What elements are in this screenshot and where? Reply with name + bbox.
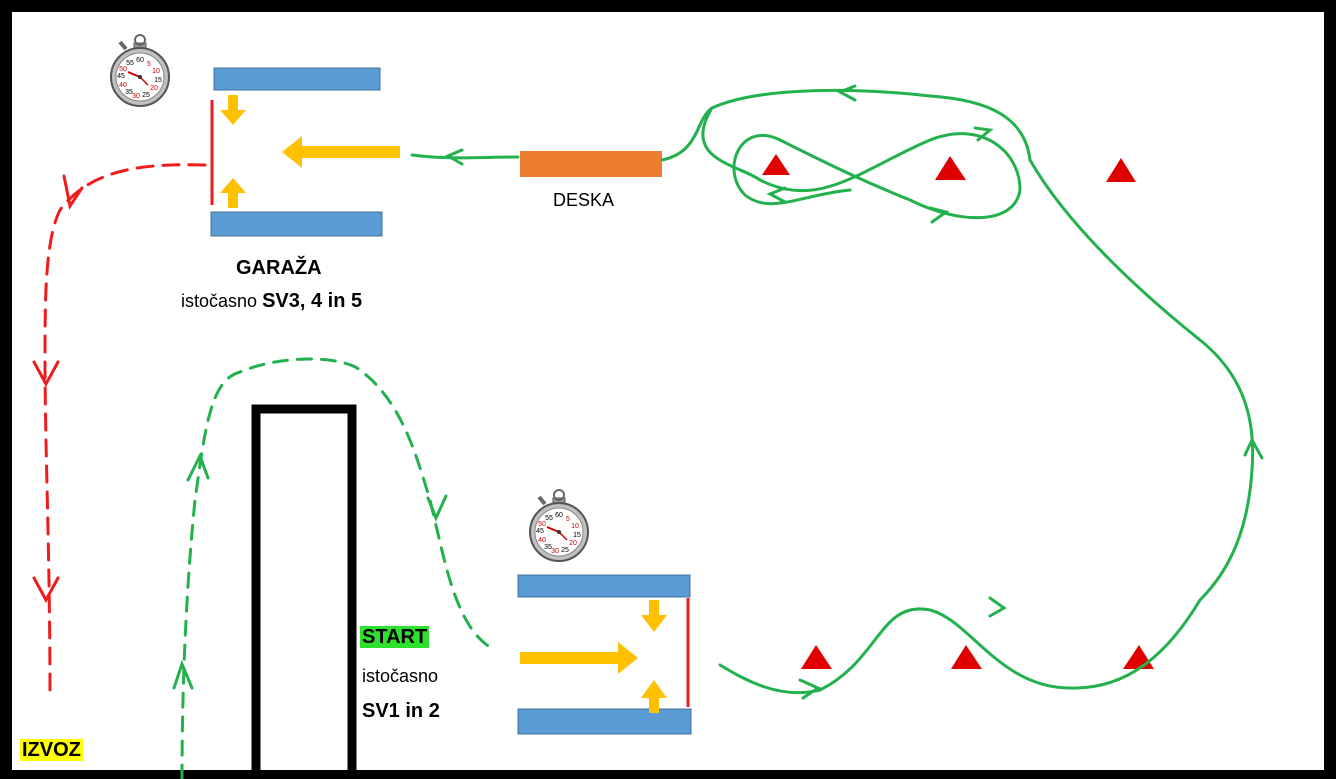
start-top-bar xyxy=(517,574,691,598)
start-title-text: START xyxy=(360,626,430,648)
green-dashed-arrows xyxy=(172,452,448,690)
stopwatch-icon xyxy=(109,33,171,108)
garaza-prefix: istočasno xyxy=(181,291,258,311)
garage-arrow-left xyxy=(282,136,400,168)
izvoz-text: IZVOZ xyxy=(20,739,83,761)
izvoz-label: IZVOZ xyxy=(20,739,83,762)
stopwatch-icon xyxy=(528,488,590,563)
garaza-subtitle: istočasno SV3, 4 in 5 xyxy=(181,290,362,313)
triangle-icon xyxy=(801,645,832,669)
triangle-icon xyxy=(1123,645,1154,669)
triangle-icon xyxy=(1106,158,1136,182)
triangle-icon xyxy=(935,156,966,180)
triangle-icon xyxy=(951,645,982,669)
start-title: START xyxy=(360,626,430,649)
green-solid-route xyxy=(410,84,1264,700)
deska-plank xyxy=(520,151,662,177)
garage-arrow-down xyxy=(220,95,246,125)
start-arrow-up xyxy=(641,680,667,713)
start-line3: SV1 in 2 xyxy=(362,700,440,722)
cones xyxy=(762,154,1154,669)
green-dashed-route xyxy=(180,357,497,779)
deska-label: DESKA xyxy=(553,190,615,210)
garaza-sv: SV3, 4 in 5 xyxy=(262,290,363,312)
center-barrier xyxy=(251,404,357,779)
garaza-title: GARAŽA xyxy=(236,257,322,279)
triangle-icon xyxy=(762,154,790,175)
start-bottom-bar xyxy=(517,708,692,735)
garage-arrow-up xyxy=(220,178,246,208)
red-dashed-arrows xyxy=(32,174,84,604)
garage-bottom-bar xyxy=(210,211,383,237)
red-dashed-route xyxy=(43,163,207,702)
start-arrow-down xyxy=(641,600,667,632)
garage-top-bar xyxy=(213,67,381,91)
start-arrow-right xyxy=(520,642,638,674)
start-line2: istočasno xyxy=(362,666,439,686)
